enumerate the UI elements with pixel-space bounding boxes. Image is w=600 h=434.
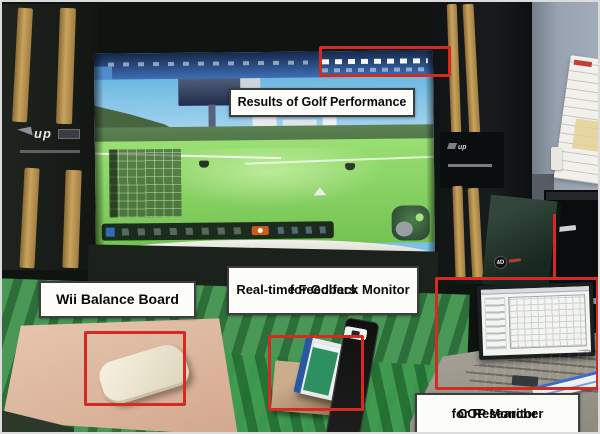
equipment-tower-top — [546, 192, 598, 200]
badge-logo: 4D — [493, 255, 508, 270]
minimap-green — [415, 213, 424, 222]
logo-text: up — [34, 126, 52, 141]
callout-feedback-monitor: Real-time Feedback Monitor for Golfers — [227, 266, 419, 315]
sim-grid-ticks — [108, 149, 118, 218]
brand-logo: up — [17, 126, 88, 166]
sim-minimap — [391, 205, 430, 241]
callout-cop-monitor: COP Monitor for Researcher — [415, 393, 580, 432]
callout-wii-text: Wii Balance Board — [56, 290, 179, 307]
sim-tee-marker — [199, 160, 210, 168]
logo-caption-line — [20, 150, 80, 153]
menu-ball-icon — [251, 225, 269, 236]
light-switch — [551, 147, 562, 170]
callout-wii-board: Wii Balance Board — [39, 281, 196, 318]
callout-cop-line1: COP Monitor — [457, 406, 538, 422]
logo-box — [58, 129, 80, 139]
logo-wing-icon — [446, 143, 458, 149]
callout-feedback-line1: Real-time Feedback Monitor — [236, 282, 410, 298]
annotation-box-results — [319, 46, 451, 77]
sim-tee-marker — [345, 163, 356, 171]
annotation-box-wii-board — [84, 331, 186, 406]
projection-screen — [93, 50, 436, 267]
brand-logo-patch: up — [440, 132, 504, 188]
logo-caption-line — [448, 164, 492, 167]
sim-results-text-row — [107, 60, 309, 67]
callout-feedback-line2: for Golfers — [289, 282, 357, 298]
brand-badge: 4D — [493, 253, 525, 271]
menu-icons-row — [121, 227, 242, 236]
menu-icons-row — [277, 226, 326, 234]
logo-text: up — [458, 144, 467, 151]
callout-cop-line2: for Researcher — [451, 406, 544, 422]
callout-results-text: Results of Golf Performance — [237, 94, 407, 109]
badge-text-line — [508, 258, 521, 263]
logo-wing-icon — [17, 126, 33, 139]
callout-results: Results of Golf Performance — [229, 88, 415, 117]
left-panel-stripe — [62, 169, 82, 269]
poster-content — [571, 118, 598, 152]
sim-bottom-menu — [101, 221, 334, 241]
annotation-box-cop-monitor — [435, 277, 598, 390]
poster-header — [573, 59, 593, 68]
annotation-leader-line — [553, 214, 556, 278]
menu-icon — [105, 227, 115, 237]
minimap-bunker — [395, 221, 413, 237]
annotation-box-feedback-monitor — [268, 335, 364, 411]
sim-swing-grid-overlay — [108, 148, 182, 218]
